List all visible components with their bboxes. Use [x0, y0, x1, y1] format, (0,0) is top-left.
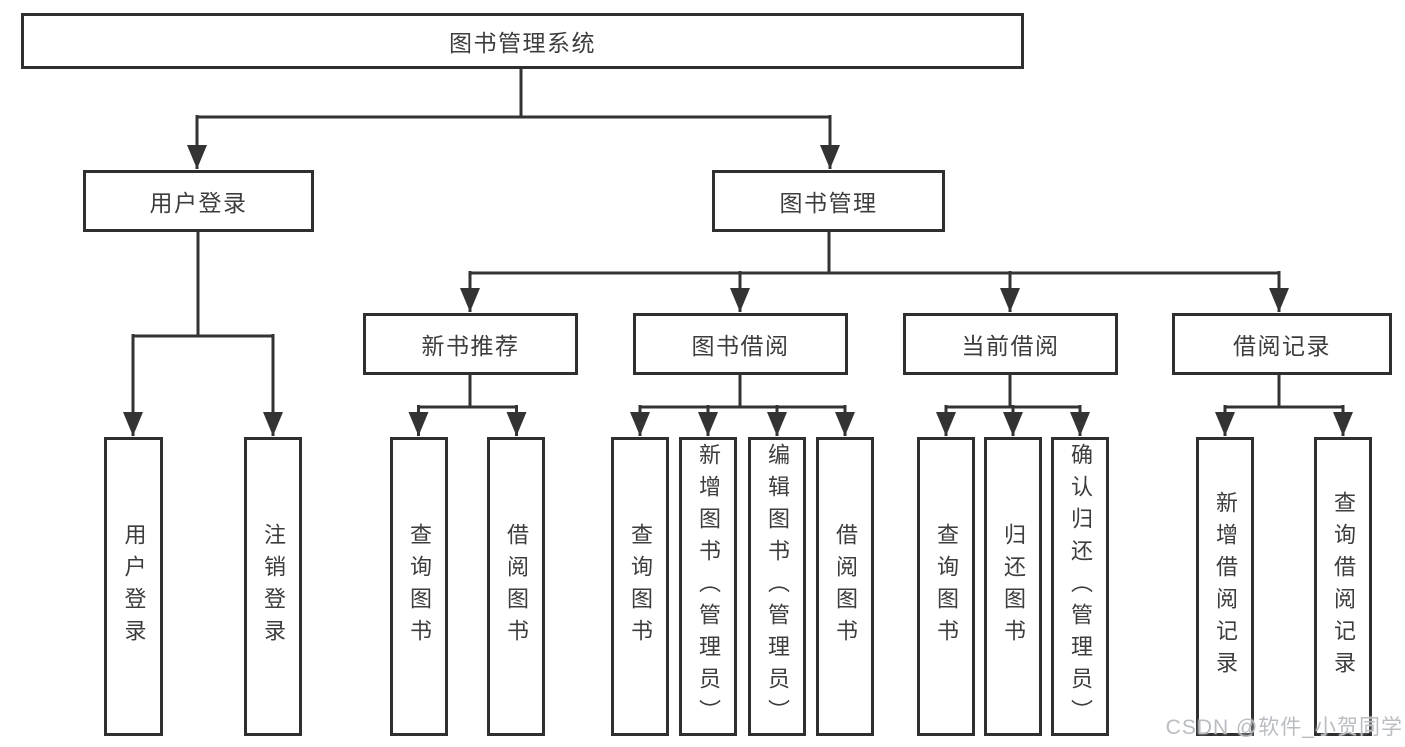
leaf-user-login-label: 用户登录 [121, 522, 147, 651]
leaf-borrow-books-recommend-label: 借阅图书 [504, 522, 529, 651]
leaf-logout-label: 注销登录 [261, 522, 286, 651]
node-root: 图书管理系统 [21, 13, 1024, 69]
leaf-add-borrow-record-label: 新增借阅记录 [1213, 490, 1238, 683]
leaf-confirm-return-admin: 确认归还（管理员） [1051, 437, 1109, 736]
node-user-login-label: 用户登录 [149, 190, 248, 216]
edges-book-borrow [630, 375, 855, 436]
leaf-edit-book-admin-label: 编辑图书（管理员） [765, 442, 790, 731]
leaf-query-borrow-record-label: 查询借阅记录 [1331, 490, 1356, 683]
edges-current-borrow [936, 375, 1090, 436]
leaf-borrow-books: 借阅图书 [816, 437, 874, 736]
leaf-add-book-admin: 新增图书（管理员） [679, 437, 737, 736]
node-root-label: 图书管理系统 [449, 30, 596, 56]
node-user-login: 用户登录 [83, 170, 314, 232]
leaf-borrow-books-label: 借阅图书 [833, 522, 858, 651]
leaf-borrow-books-recommend: 借阅图书 [487, 437, 545, 736]
leaf-query-books-recommend: 查询图书 [390, 437, 448, 736]
leaf-user-login: 用户登录 [104, 437, 163, 736]
leaf-query-books-current: 查询图书 [917, 437, 975, 736]
node-new-book-recommend-label: 新书推荐 [421, 333, 520, 359]
node-borrow-records-label: 借阅记录 [1233, 333, 1331, 359]
leaf-logout: 注销登录 [244, 437, 302, 736]
leaf-return-book: 归还图书 [984, 437, 1042, 736]
node-current-borrow: 当前借阅 [903, 313, 1118, 375]
leaf-confirm-return-admin-label: 确认归还（管理员） [1068, 442, 1093, 731]
leaf-add-borrow-record: 新增借阅记录 [1196, 437, 1254, 736]
node-book-management: 图书管理 [712, 170, 945, 232]
leaf-return-book-label: 归还图书 [1001, 522, 1026, 651]
edges-user-login [123, 232, 283, 436]
edges-borrow-records [1215, 375, 1353, 436]
leaf-query-books-borrow: 查询图书 [611, 437, 669, 736]
node-book-borrow-label: 图书借阅 [691, 333, 790, 359]
edges-root [187, 69, 840, 169]
leaf-query-books-current-label: 查询图书 [934, 522, 959, 651]
node-current-borrow-label: 当前借阅 [961, 333, 1060, 359]
node-book-management-label: 图书管理 [779, 190, 878, 216]
leaf-add-book-admin-label: 新增图书（管理员） [696, 442, 721, 731]
leaf-query-books-borrow-label: 查询图书 [628, 522, 653, 651]
node-borrow-records: 借阅记录 [1172, 313, 1392, 375]
leaf-query-books-recommend-label: 查询图书 [407, 522, 432, 651]
leaf-edit-book-admin: 编辑图书（管理员） [748, 437, 806, 736]
leaf-query-borrow-record: 查询借阅记录 [1314, 437, 1372, 736]
node-new-book-recommend: 新书推荐 [363, 313, 578, 375]
node-book-borrow: 图书借阅 [633, 313, 848, 375]
edges-new-book-recommend [408, 375, 527, 436]
edges-book-management [460, 232, 1289, 312]
